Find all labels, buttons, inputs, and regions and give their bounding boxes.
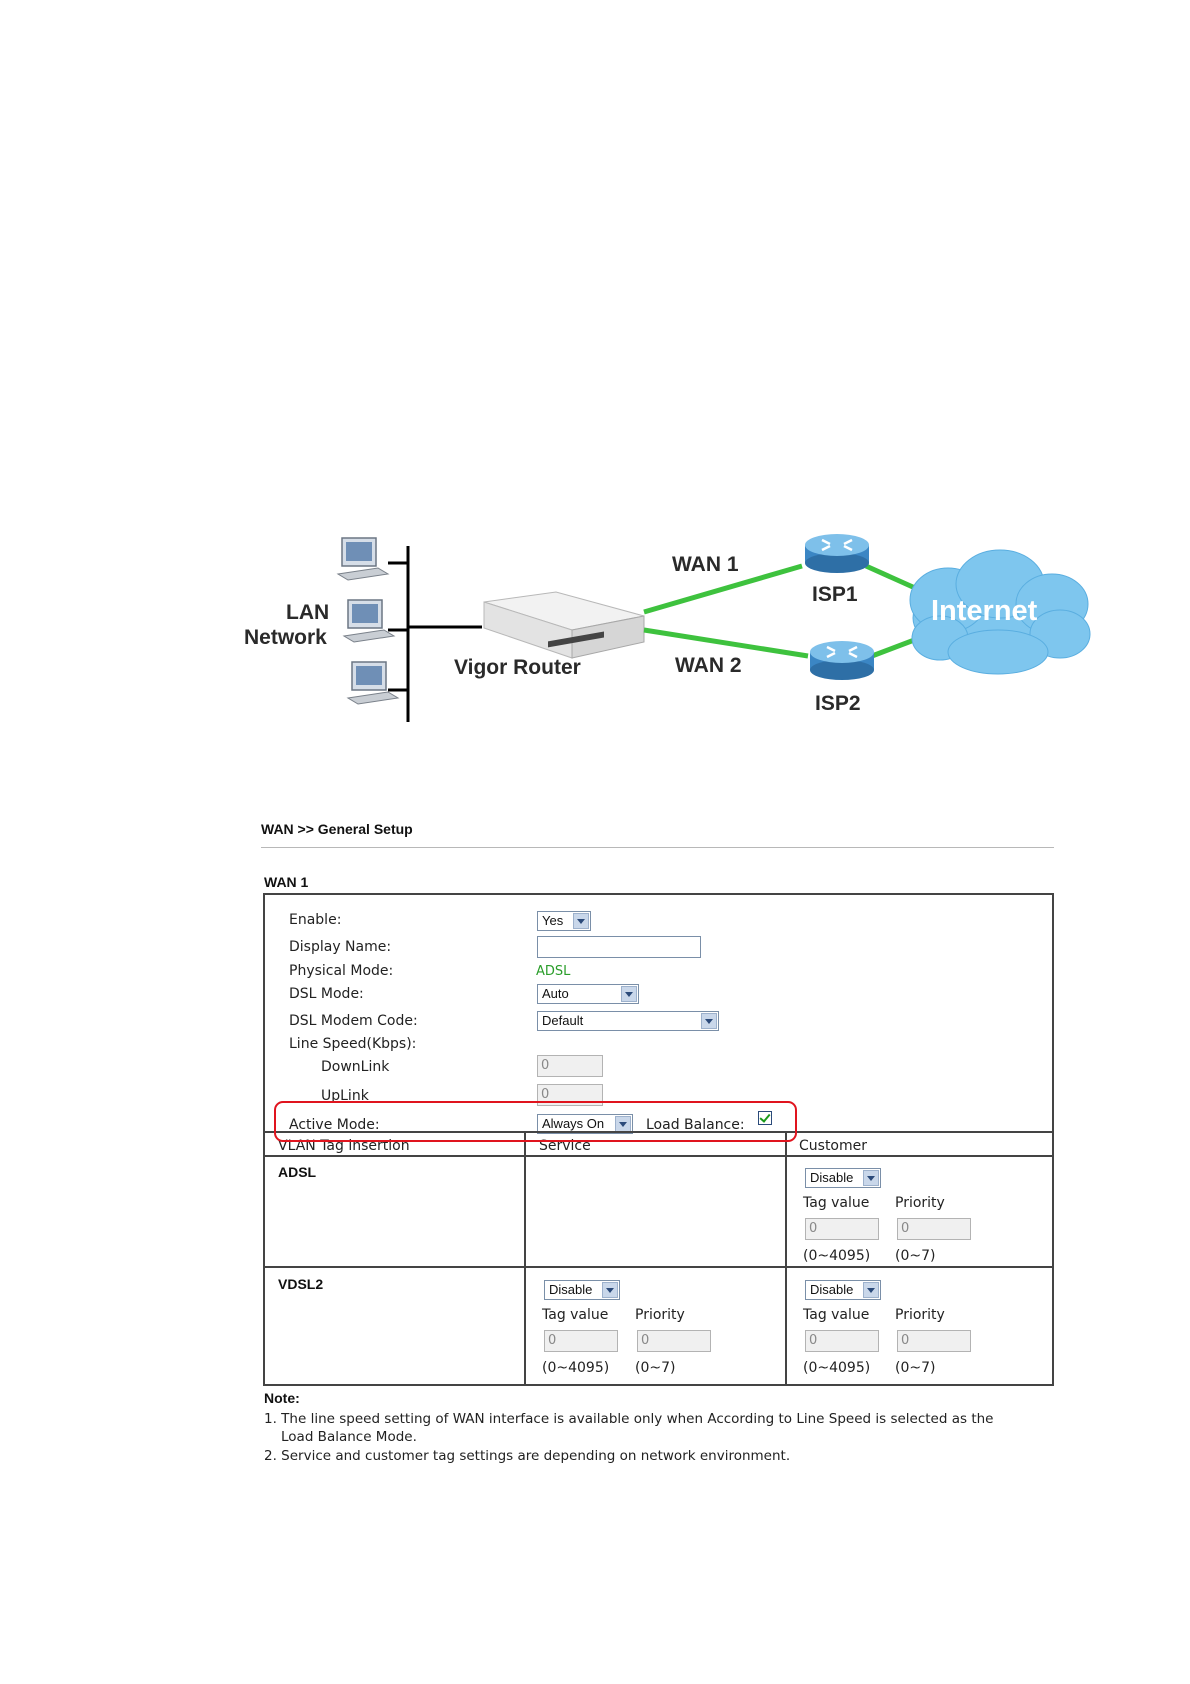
isp1-label: ISP1	[812, 583, 858, 606]
dsl-mode-label: DSL Mode:	[289, 986, 364, 1002]
computer-icon	[342, 599, 396, 643]
vlan-col-service: Service	[539, 1138, 591, 1154]
vdsl2-customer-tag-select-value: Disable	[810, 1282, 854, 1297]
chevron-down-icon	[573, 913, 589, 929]
dsl-mode-select[interactable]: Auto	[537, 984, 639, 1004]
vdsl2-customer-tag-input[interactable]: 0	[805, 1330, 879, 1352]
vdsl2-service-tag-input[interactable]: 0	[544, 1330, 618, 1352]
wan1-link-line	[643, 563, 803, 615]
chevron-down-icon	[863, 1282, 879, 1298]
chevron-down-icon	[701, 1013, 717, 1029]
physical-mode-value: ADSL	[536, 964, 571, 979]
network-label: Network	[244, 626, 327, 649]
adsl-customer-priority-input[interactable]: 0	[897, 1218, 971, 1240]
adsl-customer-tag-range: (0~4095)	[803, 1248, 871, 1264]
vdsl2-service-tag-value-label: Tag value	[542, 1307, 609, 1323]
dsl-mode-select-value: Auto	[542, 986, 569, 1001]
dsl-modem-code-label: DSL Modem Code:	[289, 1013, 418, 1029]
uplink-label: UpLink	[321, 1088, 369, 1104]
vlan-row-divider	[265, 1266, 1052, 1268]
vlan-col-divider	[785, 1131, 787, 1386]
load-balance-checkbox[interactable]	[758, 1111, 772, 1125]
adsl-customer-tag-select-value: Disable	[810, 1170, 854, 1185]
note-1-continued: Load Balance Mode.	[281, 1429, 417, 1445]
load-balance-label: Load Balance:	[646, 1117, 745, 1133]
display-name-label: Display Name:	[289, 939, 392, 955]
vlan-table-top-border	[265, 1131, 1052, 1133]
isp2-router-icon	[810, 641, 874, 680]
vdsl2-service-tag-range: (0~4095)	[542, 1360, 610, 1376]
isp1-router-icon	[805, 534, 869, 573]
active-mode-highlight	[274, 1101, 797, 1142]
downlink-input[interactable]: 0	[537, 1055, 603, 1077]
page-title: WAN >> General Setup	[261, 821, 413, 837]
wan1-label: WAN 1	[672, 553, 739, 576]
router-icon	[483, 591, 645, 659]
vdsl2-customer-priority-range: (0~7)	[895, 1360, 936, 1376]
dsl-modem-code-select-value: Default	[542, 1013, 584, 1028]
vdsl2-customer-tag-value-label: Tag value	[803, 1307, 870, 1323]
notes-title: Note:	[264, 1390, 300, 1406]
vdsl2-service-priority-input[interactable]: 0	[637, 1330, 711, 1352]
diagram-graphic	[336, 534, 1091, 722]
internet-label: Internet	[931, 595, 1038, 627]
wan2-label: WAN 2	[675, 654, 742, 677]
section-title: WAN 1	[264, 874, 309, 890]
physical-mode-label: Physical Mode:	[289, 963, 394, 979]
active-mode-label: Active Mode:	[289, 1117, 380, 1133]
enable-select[interactable]: Yes	[537, 911, 591, 931]
internet-cloud-icon	[909, 549, 1091, 675]
chevron-down-icon	[621, 986, 637, 1002]
adsl-customer-priority-label: Priority	[895, 1195, 945, 1211]
note-2: 2. Service and customer tag settings are…	[264, 1448, 791, 1464]
vlan-header-bottom-border	[265, 1155, 1052, 1157]
computer-icon	[336, 537, 390, 581]
vdsl2-service-priority-range: (0~7)	[635, 1360, 676, 1376]
uplink-input[interactable]: 0	[537, 1084, 603, 1106]
chevron-down-icon	[602, 1282, 618, 1298]
network-diagram: LAN Network Vigor Router WAN 1 WAN 2 ISP…	[0, 0, 1190, 760]
line-speed-label: Line Speed(Kbps):	[289, 1036, 417, 1052]
display-name-input[interactable]	[537, 936, 701, 958]
chevron-down-icon	[863, 1170, 879, 1186]
wan2-link-line	[643, 627, 809, 659]
vdsl2-customer-tag-select[interactable]: Disable	[805, 1280, 881, 1300]
active-mode-select[interactable]: Always On	[537, 1114, 633, 1134]
vlan-row-vdsl2-label: VDSL2	[278, 1276, 324, 1292]
adsl-customer-tag-select[interactable]: Disable	[805, 1168, 881, 1188]
adsl-customer-tag-value-label: Tag value	[803, 1195, 870, 1211]
vlan-col-insertion: VLAN Tag insertion	[278, 1138, 410, 1154]
isp2-label: ISP2	[815, 692, 861, 715]
vdsl2-customer-priority-label: Priority	[895, 1307, 945, 1323]
vdsl2-service-priority-label: Priority	[635, 1307, 685, 1323]
vlan-col-divider	[524, 1131, 526, 1386]
enable-select-value: Yes	[542, 913, 564, 928]
title-divider	[261, 847, 1054, 848]
vdsl2-customer-tag-range: (0~4095)	[803, 1360, 871, 1376]
vlan-row-adsl-label: ADSL	[278, 1164, 317, 1180]
active-mode-select-value: Always On	[542, 1116, 605, 1131]
vlan-col-customer: Customer	[799, 1138, 868, 1154]
adsl-customer-tag-input[interactable]: 0	[805, 1218, 879, 1240]
adsl-customer-priority-range: (0~7)	[895, 1248, 936, 1264]
note-1: 1. The line speed setting of WAN interfa…	[264, 1411, 994, 1427]
downlink-label: DownLink	[321, 1059, 390, 1075]
router-label: Vigor Router	[454, 656, 581, 679]
lan-label: LAN	[286, 601, 330, 624]
vdsl2-customer-priority-input[interactable]: 0	[897, 1330, 971, 1352]
computer-icon	[346, 661, 400, 705]
wan1-settings-panel: Enable: Yes Display Name: Physical Mode:…	[263, 893, 1054, 1386]
enable-label: Enable:	[289, 912, 342, 928]
vdsl2-service-tag-select[interactable]: Disable	[544, 1280, 620, 1300]
dsl-modem-code-select[interactable]: Default	[537, 1011, 719, 1031]
vdsl2-service-tag-select-value: Disable	[549, 1282, 593, 1297]
